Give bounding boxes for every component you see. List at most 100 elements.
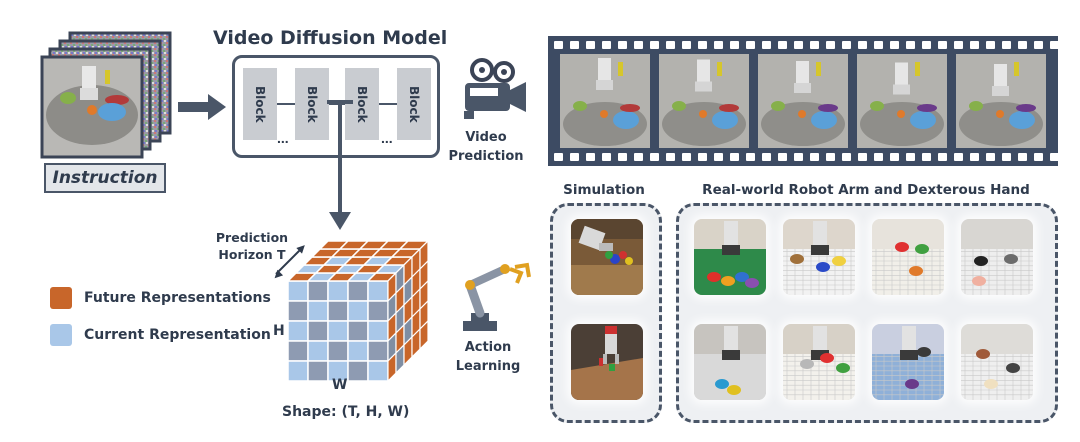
film-hole <box>666 153 675 161</box>
simulation-title: Simulation <box>563 182 645 198</box>
film-hole <box>1018 153 1027 161</box>
legend-swatch-future <box>50 287 72 309</box>
film-hole <box>938 153 947 161</box>
instruction-label: Instruction <box>44 163 166 193</box>
sim-image-1 <box>571 219 643 295</box>
film-hole <box>1034 153 1043 161</box>
block-1: Block <box>243 68 277 140</box>
film-hole <box>778 153 787 161</box>
film-hole <box>762 153 771 161</box>
cube-front-cell <box>367 300 389 322</box>
film-hole <box>714 41 723 49</box>
cube-w-label: W <box>332 377 348 393</box>
film-hole <box>746 153 755 161</box>
film-hole <box>650 153 659 161</box>
film-hole <box>666 41 675 49</box>
film-frame <box>560 54 650 148</box>
realworld-image-1 <box>694 219 766 295</box>
film-hole <box>698 41 707 49</box>
film-hole <box>1050 41 1058 49</box>
cube-front-cell <box>287 340 309 362</box>
film-hole <box>938 41 947 49</box>
ellipsis-1: ... <box>277 130 289 146</box>
cube-front-cell <box>347 340 369 362</box>
cube-front-cell <box>347 360 369 382</box>
prediction-horizon-label: Prediction Horizon T <box>215 230 289 262</box>
cube-h-label: H <box>273 323 285 339</box>
cube-front-cell <box>307 300 329 322</box>
film-hole <box>618 41 627 49</box>
arrow-to-cube <box>327 100 353 230</box>
film-hole <box>730 153 739 161</box>
film-hole <box>970 41 979 49</box>
film-hole <box>778 41 787 49</box>
film-frame <box>758 54 848 148</box>
film-hole <box>874 153 883 161</box>
realworld-image-4 <box>961 219 1033 295</box>
cube-side-cell <box>419 319 429 351</box>
film-hole <box>586 41 595 49</box>
film-hole <box>650 41 659 49</box>
film-hole <box>1034 41 1043 49</box>
film-hole <box>794 41 803 49</box>
film-hole <box>762 41 771 49</box>
film-hole <box>570 153 579 161</box>
vdm-box: Block Block Block Block ... ... <box>232 55 440 158</box>
cube-front-cell <box>307 280 329 302</box>
realworld-image-5 <box>694 324 766 400</box>
cube-front-cell <box>287 320 309 342</box>
film-hole <box>986 41 995 49</box>
film-hole <box>698 153 707 161</box>
block-4: Block <box>397 68 431 140</box>
cube-front-cell <box>307 320 329 342</box>
vdm-title: Video Diffusion Model <box>213 27 448 49</box>
film-hole <box>1018 41 1027 49</box>
cube-front-cell <box>287 280 309 302</box>
cube-front-cell <box>347 300 369 322</box>
film-hole <box>922 41 931 49</box>
film-hole <box>986 153 995 161</box>
legend-label-current: Current Representation <box>84 327 271 343</box>
realworld-image-7 <box>872 324 944 400</box>
film-frame <box>857 54 947 148</box>
film-frame <box>659 54 749 148</box>
robot-arm-icon <box>463 262 531 331</box>
legend-swatch-current <box>50 324 72 346</box>
film-hole <box>874 41 883 49</box>
film-hole <box>554 41 563 49</box>
film-hole <box>554 153 563 161</box>
film-hole <box>810 153 819 161</box>
film-hole <box>794 153 803 161</box>
realworld-image-3 <box>872 219 944 295</box>
film-hole <box>954 41 963 49</box>
realworld-title: Real-world Robot Arm and Dexterous Hand <box>702 182 1030 198</box>
cube-front-cell <box>307 340 329 362</box>
film-hole <box>826 153 835 161</box>
cube-front-cell <box>367 340 389 362</box>
cube-front-cell <box>367 320 389 342</box>
film-hole <box>858 153 867 161</box>
cube-shape-label: Shape: (T, H, W) <box>282 404 410 420</box>
film-hole <box>602 153 611 161</box>
video-camera-icon <box>464 58 526 119</box>
film-hole <box>810 41 819 49</box>
film-hole <box>570 41 579 49</box>
cube-front-cell <box>347 280 369 302</box>
legend-label-future: Future Representations <box>84 290 271 306</box>
cube-front-cell <box>327 280 349 302</box>
film-hole <box>1002 41 1011 49</box>
film-hole <box>682 153 691 161</box>
film-frame <box>956 54 1046 148</box>
film-hole <box>906 41 915 49</box>
realworld-image-8 <box>961 324 1033 400</box>
cube-front-cell <box>367 280 389 302</box>
film-hole <box>634 41 643 49</box>
block-2: Block <box>295 68 329 140</box>
cube-front-cell <box>327 300 349 322</box>
film-hole <box>586 153 595 161</box>
cube-front-cell <box>367 360 389 382</box>
video-prediction-label: Video Prediction <box>448 130 524 164</box>
cube-front-cell <box>307 360 329 382</box>
film-hole <box>714 153 723 161</box>
film-hole <box>858 41 867 49</box>
